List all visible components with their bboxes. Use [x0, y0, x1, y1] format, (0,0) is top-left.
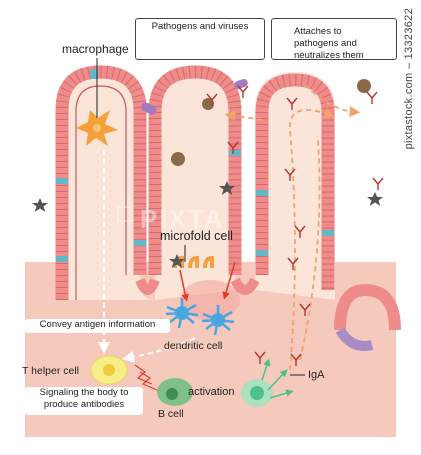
villus-right — [255, 72, 335, 300]
stock-id-watermark: pixtastock.com – 13323622 — [403, 8, 415, 150]
activation-label: activation — [188, 386, 235, 398]
signaling-label: Signaling the body to produce antibodies — [25, 387, 143, 415]
b-cell — [157, 378, 193, 406]
microfold-cell-label: microfold cell — [160, 229, 233, 243]
t-helper-cell-label: T helper cell — [22, 365, 80, 377]
macrophage-label: macrophage — [62, 42, 129, 56]
pathogens — [32, 78, 383, 268]
dendritic-cells — [165, 298, 235, 336]
t-helper-cell — [90, 355, 128, 385]
microfold-cell — [173, 255, 240, 320]
pathway-arrows — [98, 84, 361, 399]
villus-left — [55, 65, 155, 300]
macrophage-cell — [76, 110, 118, 146]
legend-iga-label: Attaches to pathogens and neutralizes th… — [294, 26, 364, 61]
iga-label: IgA — [308, 369, 325, 381]
legend-pathogens-box: Pathogens and viruses — [135, 18, 265, 60]
plasma-cell — [241, 379, 273, 407]
dendritic-cell-label: dendritic cell — [164, 340, 223, 352]
legend-iga-box: Attaches to pathogens and neutralizes th… — [271, 18, 397, 61]
pixta-logo — [117, 206, 133, 222]
convey-antigen-label: Convey antigen information — [25, 319, 170, 333]
b-cell-label: B cell — [158, 408, 184, 420]
pixta-watermark: PIXTA — [140, 204, 225, 234]
legend-pathogens-label: Pathogens and viruses — [151, 21, 249, 32]
villus-middle — [148, 65, 242, 300]
